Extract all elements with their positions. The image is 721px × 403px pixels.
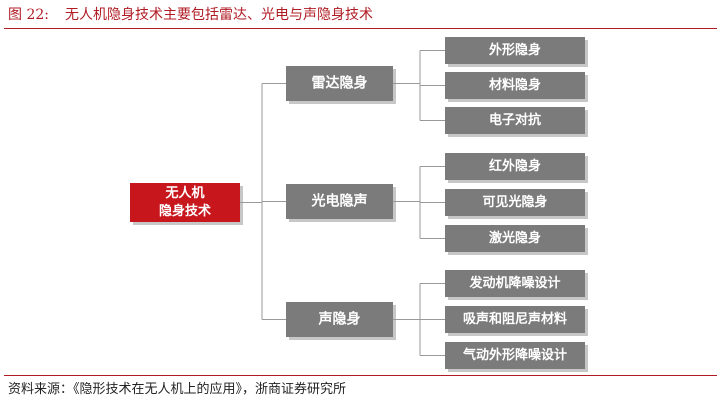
leaf-label-1-1: 外形隐身 bbox=[488, 42, 541, 58]
leaf-label-2-1: 红外隐身 bbox=[489, 158, 541, 174]
leaf-node-3-3 bbox=[445, 342, 585, 369]
leaf-label-1-3: 电子对抗 bbox=[489, 112, 541, 128]
figure-number: 图 22: bbox=[8, 7, 49, 23]
leaf-label-3-1: 发动机降噪设计 bbox=[468, 275, 560, 291]
leaf-node-3-1 bbox=[445, 270, 585, 297]
source-note: 资料来源：《隐形技术在无人机上的应用》，浙商证券研究所 bbox=[8, 382, 347, 397]
leaf-node-2-1 bbox=[445, 153, 585, 180]
figure-title: 图 22: 无人机隐身技术主要包括雷达、光电与声隐身技术 bbox=[8, 4, 373, 26]
figure-title-text: 无人机隐身技术主要包括雷达、光电与声隐身技术 bbox=[64, 7, 373, 23]
source-divider bbox=[4, 375, 717, 376]
leaf-node-3-2 bbox=[445, 306, 585, 333]
leaf-label-2-3: 激光隐身 bbox=[489, 230, 541, 246]
branch-node-2 bbox=[286, 184, 393, 219]
root-label-line-2: 隐身技术 bbox=[159, 203, 211, 219]
title-divider bbox=[4, 28, 717, 29]
branch-label-3: 声隐身 bbox=[318, 311, 361, 328]
root-node bbox=[130, 183, 240, 222]
leaf-node-2-3 bbox=[445, 225, 585, 252]
leaf-label-1-2: 材料隐身 bbox=[489, 77, 541, 93]
branch-node-3 bbox=[286, 302, 393, 337]
leaf-label-3-2: 吸声和阻尼声材料 bbox=[463, 311, 567, 327]
branch-label-1: 雷达隐身 bbox=[312, 75, 368, 92]
leaf-node-1-1 bbox=[445, 37, 585, 64]
leaf-node-1-3 bbox=[445, 107, 585, 134]
branch-label-2: 光电隐声 bbox=[311, 193, 368, 210]
leaf-label-2-2: 可见光隐身 bbox=[482, 194, 547, 210]
root-label-line-1: 无人机 bbox=[164, 185, 204, 201]
leaf-label-3-3: 气动外形降噪设计 bbox=[463, 347, 567, 363]
leaf-node-1-2 bbox=[445, 72, 585, 99]
branch-node-1 bbox=[286, 66, 393, 101]
leaf-node-2-2 bbox=[445, 189, 585, 216]
